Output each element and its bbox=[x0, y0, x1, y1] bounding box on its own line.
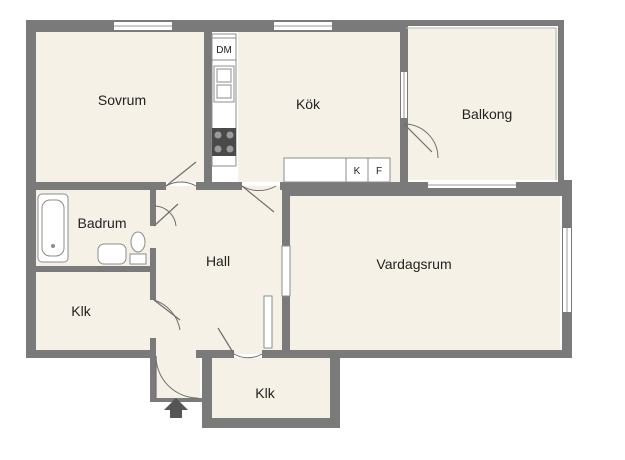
bathtub-inner bbox=[41, 199, 65, 257]
window-kok bbox=[274, 22, 332, 30]
toilet-bowl bbox=[130, 231, 146, 253]
washbasin bbox=[97, 243, 127, 265]
label-balkong: Balkong bbox=[462, 106, 513, 122]
room-labels: Sovrum Kök Balkong Badrum Hall Vardagsru… bbox=[71, 92, 512, 401]
room-floors bbox=[36, 28, 560, 418]
kitchen-fixtures: DM K F bbox=[211, 33, 391, 183]
label-hall: Hall bbox=[206, 253, 230, 269]
balkong-floor bbox=[406, 28, 558, 180]
door-badrum bbox=[153, 203, 179, 227]
sink-basin-1 bbox=[216, 68, 232, 83]
door-klk-left bbox=[153, 299, 181, 331]
dishwasher bbox=[211, 37, 237, 61]
window-sovrum bbox=[114, 22, 172, 30]
wall-balkong-right bbox=[558, 20, 564, 182]
door-kok bbox=[241, 185, 277, 213]
door-entrance bbox=[155, 355, 199, 399]
wall-klk-bottom-bottom bbox=[202, 418, 340, 428]
label-badrum: Badrum bbox=[77, 215, 126, 231]
wall-hall-vardagsrum-top bbox=[282, 188, 290, 246]
klk-bottom-floor bbox=[212, 358, 330, 418]
door-vardagsrum bbox=[263, 245, 291, 349]
kok-floor bbox=[238, 32, 402, 182]
wall-balkong-top bbox=[404, 20, 564, 26]
toilet-tank bbox=[129, 253, 147, 265]
stove-plate-1 bbox=[214, 131, 222, 139]
vardagsrum-floor bbox=[290, 194, 560, 352]
window-vardagsrum-right bbox=[563, 228, 571, 312]
bathtub-drain bbox=[51, 244, 55, 248]
doors bbox=[153, 123, 439, 399]
wall-sovrum-bottom bbox=[26, 182, 166, 190]
freezer-label: F bbox=[376, 166, 382, 177]
wall-vardagsrum-top bbox=[282, 188, 572, 196]
window-vardagsrum-top bbox=[428, 182, 516, 188]
wall-kok-bottom bbox=[280, 182, 572, 190]
door-sovrum bbox=[165, 161, 197, 187]
door-balkong bbox=[403, 123, 439, 159]
wall-outer-top bbox=[26, 20, 408, 32]
wall-badrum-right bbox=[150, 186, 156, 226]
wall-kok-bottom-left bbox=[232, 182, 242, 190]
klk-left-floor bbox=[36, 272, 152, 354]
dishwasher-label: DM bbox=[216, 45, 232, 56]
kitchen-bottom-counter bbox=[283, 157, 347, 183]
door-klk-bottom bbox=[217, 327, 263, 359]
wall-klk-left-right-b bbox=[150, 338, 156, 358]
wall-sovrum-kok bbox=[204, 32, 212, 188]
wall-klk-left-right bbox=[150, 272, 156, 300]
sovrum-floor bbox=[36, 32, 204, 182]
bathroom-fixtures bbox=[37, 193, 147, 265]
stove-plate-2 bbox=[226, 131, 234, 139]
fridge-label: K bbox=[354, 166, 361, 177]
wall-hall-vardagsrum-bottom bbox=[282, 296, 290, 352]
wall-klk-left-bottom bbox=[26, 350, 156, 358]
stove bbox=[212, 128, 236, 156]
wall-badrum-right-b bbox=[150, 248, 156, 272]
window-kok-balkong bbox=[401, 72, 407, 118]
wall-entry-right-b bbox=[262, 350, 290, 358]
entrance-arrow-icon bbox=[164, 398, 188, 418]
stove-plate-3 bbox=[214, 145, 222, 153]
wall-klk-bottom-left bbox=[202, 350, 212, 428]
wall-vardagsrum-bottom bbox=[282, 350, 572, 358]
windows bbox=[114, 22, 571, 312]
wall-entry-left bbox=[150, 350, 156, 400]
stove-plate-4 bbox=[226, 145, 234, 153]
label-kok: Kök bbox=[296, 96, 321, 112]
label-sovrum: Sovrum bbox=[98, 92, 146, 108]
wall-klk-bottom-right bbox=[330, 350, 340, 428]
freezer bbox=[367, 157, 391, 183]
wall-entry-right bbox=[196, 350, 234, 358]
sink-basin-2 bbox=[216, 84, 232, 99]
wall-badrum-bottom bbox=[26, 266, 156, 272]
label-klk-left: Klk bbox=[71, 303, 91, 319]
label-vardagsrum: Vardagsrum bbox=[376, 256, 451, 272]
wall-sovrum-bottom-b bbox=[196, 182, 242, 190]
label-klk-bottom: Klk bbox=[255, 385, 275, 401]
hall-entry-floor bbox=[152, 350, 200, 400]
